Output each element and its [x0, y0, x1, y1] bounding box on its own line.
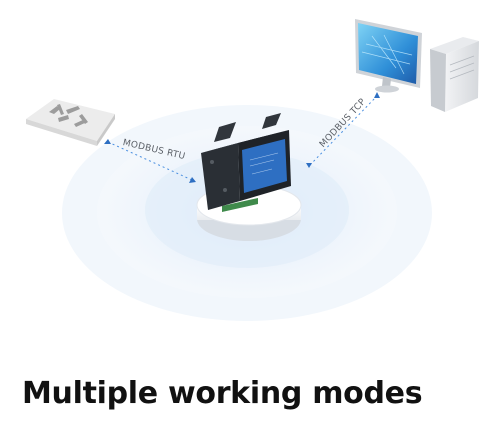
arrow-head-rtu-end: [189, 177, 196, 183]
arrow-head-left: [104, 139, 111, 144]
arrow-head-tcp-end: [306, 163, 312, 168]
computer-icon: [355, 19, 479, 112]
link-rtu: [104, 139, 196, 183]
gateway-module-icon: [201, 113, 291, 212]
caption-title: Multiple working modes: [22, 376, 423, 411]
arrow-head-right: [374, 92, 380, 98]
serial-device-icon: [26, 99, 115, 146]
link-tcp: [306, 92, 380, 168]
